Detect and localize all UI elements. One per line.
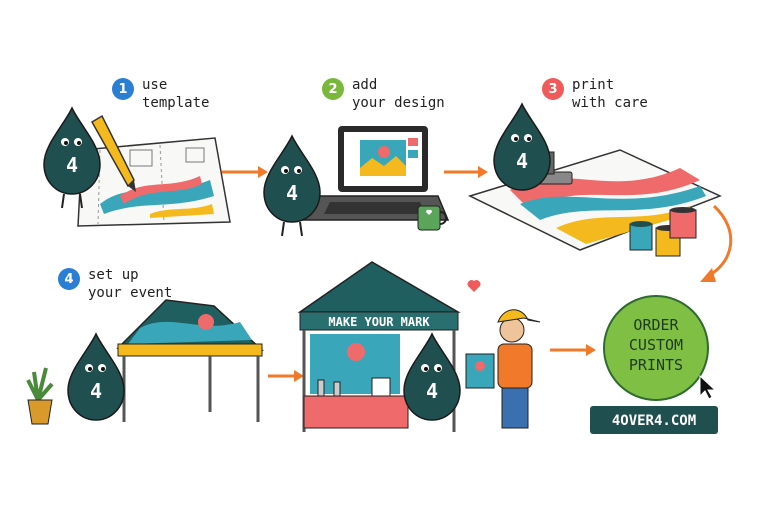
- website-link[interactable]: 4OVER4.COM: [590, 406, 718, 434]
- tent-icon: [116, 299, 264, 422]
- booth-tent: [297, 261, 461, 432]
- cta-line-2: CUSTOM: [629, 336, 683, 354]
- cta-line-3: PRINTS: [629, 356, 683, 374]
- mascot-number-4a: 4: [90, 379, 102, 403]
- order-cta[interactable]: ORDER CUSTOM PRINTS: [603, 295, 709, 401]
- pencil-icon: [90, 114, 136, 192]
- mug-icon: [417, 205, 447, 231]
- step-3-line1: print: [572, 77, 615, 93]
- mascot-step-4a: 4: [67, 333, 125, 421]
- mascot-number-1: 4: [66, 153, 78, 177]
- cursor-icon: [699, 374, 717, 400]
- step-3-label: 3 print with care: [542, 76, 648, 112]
- website-url: 4OVER4.COM: [612, 413, 696, 429]
- step-2-label: 2 add your design: [322, 76, 445, 112]
- mascot-number-3: 4: [516, 149, 528, 173]
- mascot-step-1: 4: [43, 107, 101, 209]
- step-4-badge: 4: [58, 268, 80, 290]
- step-1-label: 1 use template: [112, 76, 209, 112]
- mascot-number-2: 4: [286, 181, 298, 205]
- arrow-icon: [700, 204, 733, 282]
- tent-banner-text: MAKE YOUR MARK: [328, 315, 430, 329]
- template-sheet: [77, 137, 231, 227]
- mascot-step-4b: 4: [403, 333, 461, 421]
- mascot-number-4b: 4: [426, 379, 438, 403]
- step-1-line1: use: [142, 77, 168, 93]
- heart-icon: [467, 280, 481, 292]
- laptop-icon: [300, 126, 450, 221]
- plant-icon: [26, 367, 54, 425]
- step-4-line2: your event: [88, 285, 173, 301]
- step-2-badge: 2: [322, 78, 344, 100]
- cta-line-1: ORDER: [633, 316, 679, 334]
- step-4-line1: set up: [88, 267, 139, 283]
- step-2-line1: add: [352, 77, 378, 93]
- step-1-badge: 1: [112, 78, 134, 100]
- customer: [465, 309, 541, 429]
- step-3-line2: with care: [572, 95, 648, 111]
- step-1-line2: template: [142, 95, 210, 111]
- step-2-line2: your design: [352, 95, 445, 111]
- step-3-badge: 3: [542, 78, 564, 100]
- arrow-icon: [550, 344, 596, 356]
- mascot-step-3: 4: [493, 103, 551, 191]
- paint-can-icon: [629, 207, 697, 257]
- arrow-icon: [444, 166, 488, 178]
- mascot-step-2: 4: [263, 135, 321, 237]
- arrow-icon: [268, 370, 304, 382]
- step-4-label: 4 set up your event: [58, 266, 172, 302]
- arrow-icon: [222, 166, 268, 178]
